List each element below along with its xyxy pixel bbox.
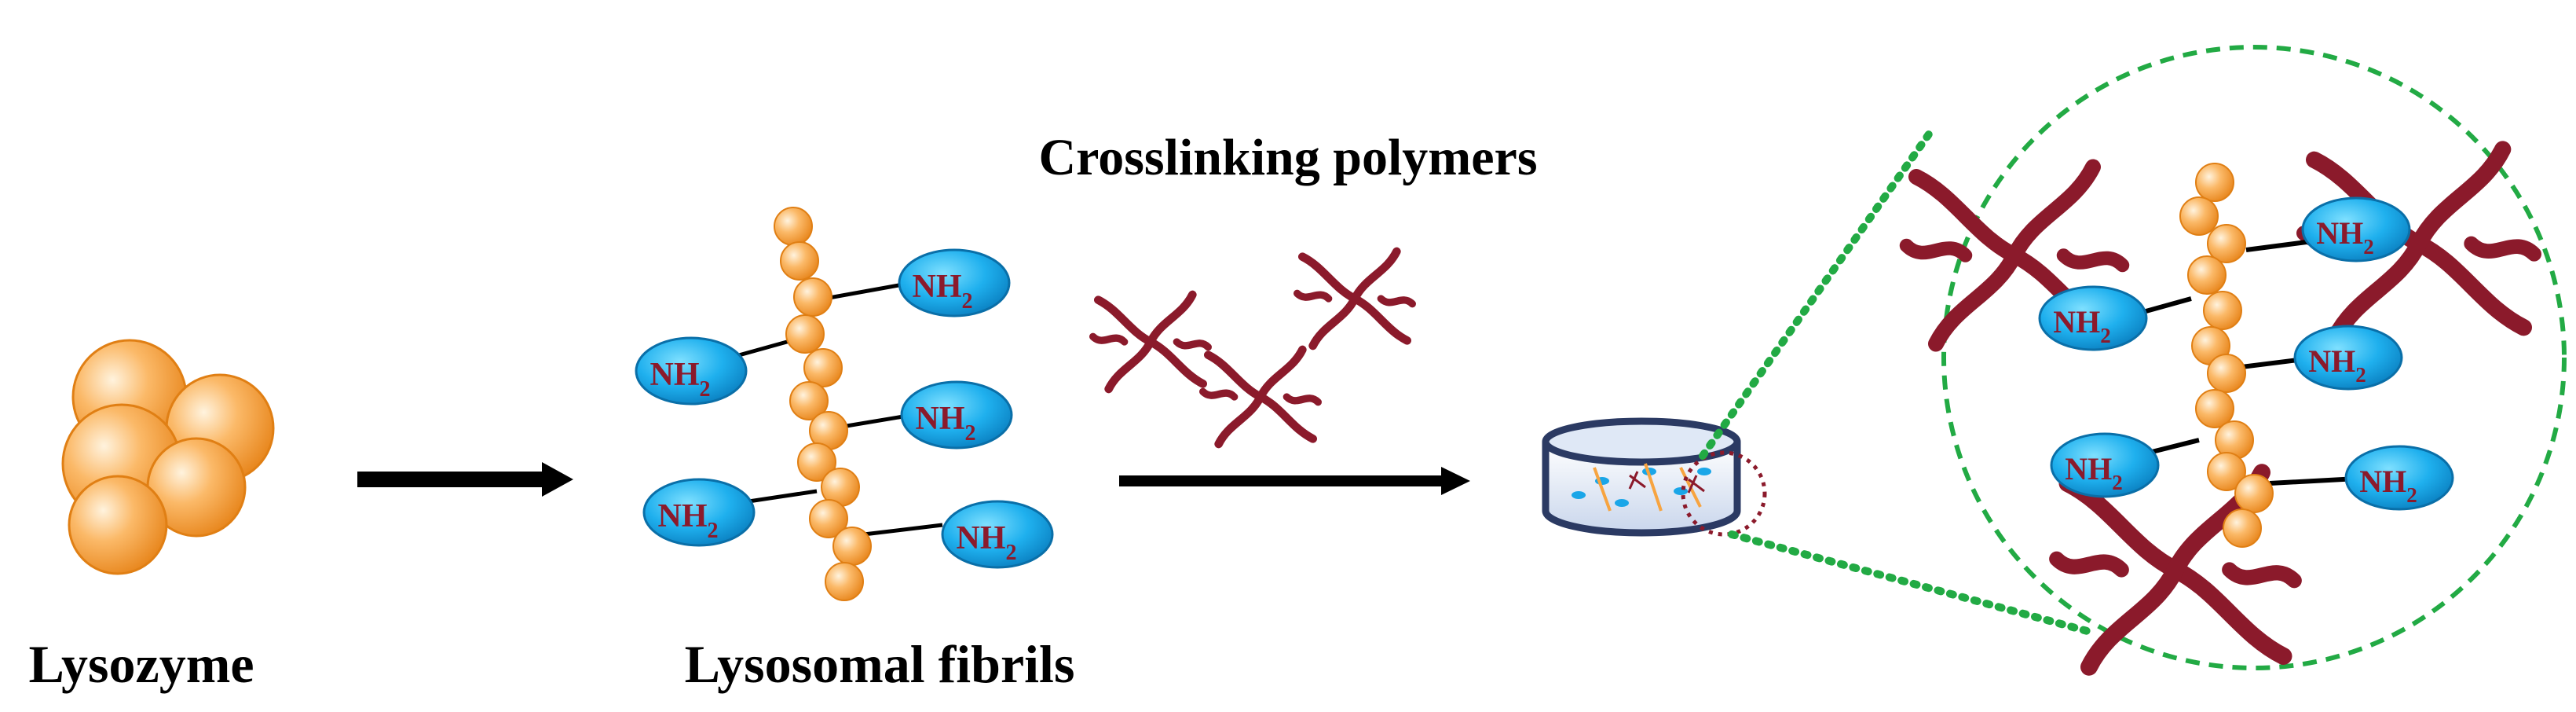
- amine-group: NH2: [2293, 325, 2403, 391]
- petri-dish-icon: [1542, 417, 1767, 537]
- amine-group: NH2: [2344, 445, 2454, 511]
- amine-group: NH2: [2301, 196, 2411, 262]
- amine-group: NH2: [898, 248, 1011, 317]
- svg-text:NH2: NH2: [2316, 215, 2374, 259]
- fibril-linkers: [730, 282, 943, 537]
- svg-text:NH2: NH2: [650, 357, 711, 402]
- svg-text:NH2: NH2: [2053, 304, 2111, 347]
- amine-group: NH2: [635, 336, 748, 406]
- svg-text:NH2: NH2: [658, 498, 719, 543]
- fibrils-label: Lysosomal fibrils: [685, 634, 1075, 694]
- zoom-bead-chain: [2179, 163, 2274, 548]
- polymer-strands: [1093, 251, 1413, 444]
- right-arrow-icon: [1119, 467, 1470, 495]
- right-arrow-icon: [357, 462, 573, 497]
- crosslinking-label: Crosslinking polymers: [1038, 129, 1537, 186]
- amine-group: NH2: [2038, 285, 2148, 351]
- fibril-structure: NH2 NH2 NH2 NH2 NH2: [635, 207, 1054, 601]
- svg-text:NH2: NH2: [2065, 451, 2123, 494]
- fibril-bead-chain: [774, 207, 872, 601]
- amine-group: NH2: [900, 380, 1013, 450]
- svg-text:NH2: NH2: [2359, 464, 2417, 507]
- svg-text:NH2: NH2: [2308, 343, 2366, 387]
- lysozyme-cluster: [61, 339, 275, 575]
- svg-text:NH2: NH2: [913, 269, 973, 314]
- amine-group: NH2: [941, 500, 1054, 569]
- svg-text:NH2: NH2: [916, 401, 976, 446]
- lysozyme-label: Lysozyme: [28, 634, 254, 694]
- zoom-connector: [1699, 126, 2097, 637]
- magnify-circle-icon: NH2 NH2 NH2 NH2 NH2: [1907, 45, 2567, 668]
- svg-text:NH2: NH2: [957, 520, 1017, 565]
- amine-group: NH2: [642, 478, 756, 547]
- amine-group: NH2: [2050, 432, 2160, 498]
- dish-contents: [1572, 463, 1711, 512]
